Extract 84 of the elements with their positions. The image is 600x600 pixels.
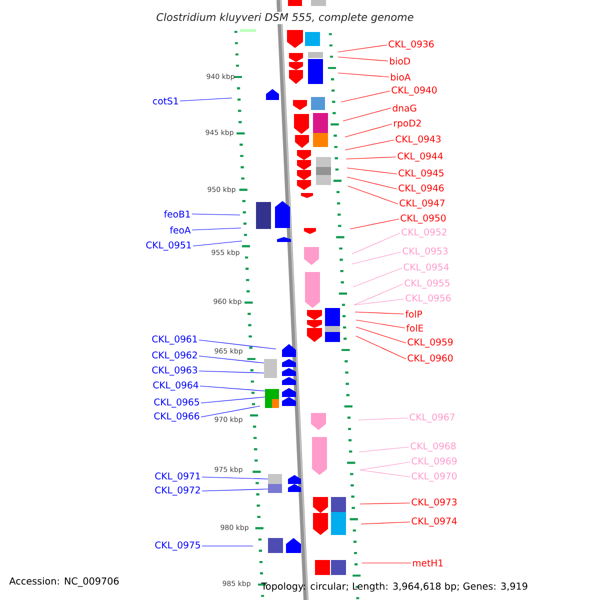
leader-line	[362, 562, 412, 564]
leader-line	[360, 470, 410, 478]
leader-line	[342, 108, 392, 122]
gene-label: CKL_0951	[146, 241, 191, 251]
gene-label: CKL_0956	[406, 294, 451, 304]
gene-label: CKL_0950	[400, 214, 446, 224]
leader-line	[340, 90, 390, 102]
gene-label: CKL_0959	[408, 338, 453, 348]
gene-label: rpoD2	[394, 120, 421, 128]
leader-line	[360, 502, 410, 504]
gene-label: CKL_0964	[153, 381, 198, 391]
leader-line	[198, 356, 264, 364]
gene-label: CKL_0944	[398, 152, 443, 162]
leader-line	[344, 140, 394, 150]
leader-line	[356, 320, 406, 328]
gene-label: CKL_0966	[154, 412, 200, 422]
leader-line	[346, 156, 396, 160]
leader-line	[192, 240, 242, 246]
leader-line	[348, 186, 398, 204]
leader-line	[346, 176, 398, 190]
gene-label: CKL_0962	[152, 351, 197, 361]
gene-label: folE	[406, 324, 424, 332]
gene-label: CKL_0961	[152, 335, 197, 345]
leader-line	[354, 312, 404, 314]
gene-label: CKL_0947	[400, 199, 444, 209]
gene-label: feoB1	[164, 210, 190, 218]
gene-label: CKL_0967	[410, 413, 454, 423]
gene-label: folP	[405, 310, 422, 318]
gene-label: cotS1	[153, 98, 178, 105]
leader-line	[360, 462, 410, 470]
gene-label: CKL_0974	[412, 517, 457, 527]
leader-line	[200, 386, 266, 392]
gene-label: CKL_0955	[404, 279, 450, 289]
gene-label: CKL_0972	[155, 486, 200, 496]
gene-label: CKL_0945	[398, 169, 444, 179]
leader-line	[354, 298, 404, 306]
gene-label: CKL_0975	[155, 541, 200, 551]
leader-line	[352, 268, 402, 288]
gene-label: CKL_0971	[155, 472, 200, 482]
gene-label: CKL_0968	[410, 442, 456, 452]
gene-label: dnaG	[392, 104, 416, 112]
title: Clostridium kluyveri DSM 555, complete genome	[155, 12, 415, 24]
gene-label: bioA	[391, 73, 411, 81]
leader-line	[356, 336, 406, 360]
gene-label: feoA	[170, 226, 191, 234]
gene-label: CKL_0973	[412, 498, 457, 508]
leader-line	[346, 168, 398, 174]
info-text: Topology: circular; Length: 3,964,618 bp; Genes: 3,919	[261, 582, 528, 592]
leader-line	[202, 476, 268, 480]
leader-line	[338, 72, 390, 78]
leader-line	[180, 98, 232, 102]
gene-label: CKL_0953	[402, 247, 448, 257]
leader-line	[354, 284, 404, 306]
leader-line	[358, 446, 410, 452]
gene-label: metH1	[413, 560, 443, 566]
gene-label: CKL_0970	[412, 472, 457, 482]
gene-label: CKL_0940	[392, 86, 437, 96]
leader-line	[360, 522, 410, 524]
gene-label: CKL_0936	[388, 40, 434, 50]
gene-label: CKL_0952	[402, 228, 446, 238]
leader-line	[338, 44, 388, 52]
leader-line	[350, 218, 400, 230]
leader-line	[200, 396, 266, 404]
gene-label: CKL_0943	[396, 135, 441, 145]
gene-label: bioD	[390, 57, 410, 65]
gene-label: CKL_0965	[154, 398, 199, 408]
leader-line	[202, 488, 268, 492]
gene-label: CKL_0954	[404, 263, 449, 273]
leader-line	[198, 370, 264, 374]
gene-label: CKL_0969	[412, 457, 457, 467]
leader-line	[352, 232, 400, 254]
gene-label: CKL_0946	[398, 184, 444, 194]
leader-line	[358, 418, 408, 420]
leader-line	[192, 228, 242, 230]
gene-label: CKL_0960	[408, 354, 453, 364]
leader-line	[200, 406, 260, 418]
leader-line	[198, 340, 276, 350]
info-text: Accession: NC_009706	[9, 577, 119, 587]
leader-line	[352, 252, 402, 264]
leader-line	[356, 326, 406, 344]
leader-line	[192, 214, 240, 216]
gene-label: CKL_0963	[152, 366, 198, 376]
leader-line	[338, 56, 388, 62]
leader-line	[344, 124, 392, 138]
